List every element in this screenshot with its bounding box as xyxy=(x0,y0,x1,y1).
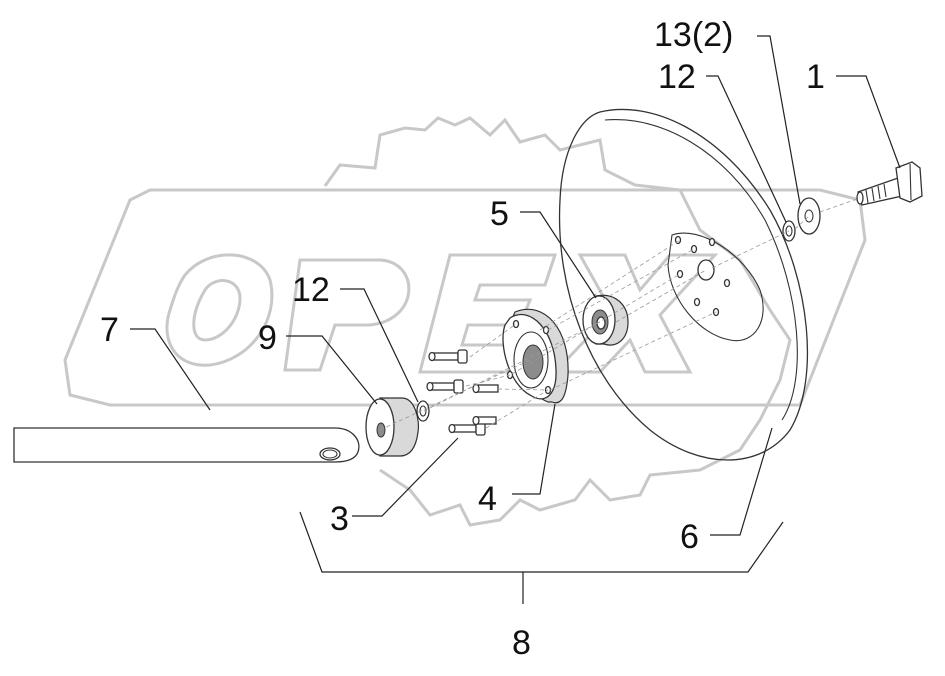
arm-hole-inner xyxy=(322,449,338,459)
leader-6 xyxy=(710,427,773,536)
bolt-1-shank xyxy=(857,177,903,206)
disc-rim xyxy=(604,118,798,421)
callout-13: 13(2) xyxy=(654,16,733,54)
part-arm-7 xyxy=(13,427,360,463)
leader-5 xyxy=(520,211,597,299)
part-washer-13 xyxy=(797,197,821,235)
housing-hole-2 xyxy=(542,325,550,335)
housing-ring xyxy=(513,331,549,389)
leader-4 xyxy=(512,403,556,495)
bolt-1-head xyxy=(895,161,923,203)
bolt-c xyxy=(472,383,499,394)
leader-13 xyxy=(757,35,801,205)
callouts: 1 13(2) 12 5 12 9 7 3 4 6 8 xyxy=(100,16,825,662)
callout-5: 5 xyxy=(490,195,509,233)
part-disc-6 xyxy=(558,108,809,461)
callout-3: 3 xyxy=(330,500,349,538)
bolt-d xyxy=(448,421,486,436)
washer-right-inner xyxy=(785,225,793,237)
watermark-letter-o xyxy=(165,253,274,367)
bracket-8 xyxy=(299,511,784,604)
callout-7: 7 xyxy=(100,311,119,349)
disc-center-hole xyxy=(697,259,715,281)
washer-13-inner xyxy=(804,209,814,223)
disc-bolt-hole-4 xyxy=(708,237,716,247)
leader-9 xyxy=(286,335,378,405)
watermark-letter-o-inner xyxy=(192,279,242,342)
disc-bolt-hole-2 xyxy=(690,244,698,254)
bolt-e xyxy=(472,415,497,426)
watermark-badge-outline xyxy=(63,188,867,407)
arm-body xyxy=(13,427,360,463)
washer-13-outer xyxy=(797,197,821,235)
leader-7 xyxy=(130,328,211,411)
disc-bolt-hole-3 xyxy=(676,269,684,279)
part-bolt-1 xyxy=(856,161,923,206)
watermark-logo xyxy=(63,116,867,527)
disc-hub-plate xyxy=(667,232,764,342)
bolt-a xyxy=(428,349,468,364)
leader-3 xyxy=(352,437,459,517)
part-bolts-3 xyxy=(426,349,499,436)
part-washer-12-left xyxy=(416,400,430,422)
bolt-b xyxy=(426,379,464,394)
bolt-1-head-edge xyxy=(909,163,912,201)
leader-lines xyxy=(130,35,901,604)
assembly-lines xyxy=(379,197,861,431)
callout-12-right: 12 xyxy=(658,58,696,96)
disc-outline xyxy=(558,108,809,461)
callout-1: 1 xyxy=(806,58,825,96)
part-bearing-5 xyxy=(582,294,629,346)
watermark-gear-outline xyxy=(323,116,792,527)
callout-6: 6 xyxy=(680,518,699,556)
callout-8: 8 xyxy=(512,624,531,662)
watermark-letter-p xyxy=(283,258,411,372)
leader-12a xyxy=(706,75,787,223)
callout-9: 9 xyxy=(258,319,277,357)
disc-bolt-hole-7 xyxy=(693,297,701,307)
callout-4: 4 xyxy=(478,480,497,518)
callout-12-left: 12 xyxy=(292,271,330,309)
leader-1 xyxy=(836,75,901,169)
spacer-bore xyxy=(376,422,386,438)
part-spacer-9 xyxy=(365,397,420,457)
bolt-1-thread xyxy=(865,183,887,204)
part-housing-4 xyxy=(502,308,569,404)
leader-12b xyxy=(340,288,419,403)
disc-bolt-hole-5 xyxy=(723,278,731,288)
washer-left-outer xyxy=(416,400,430,422)
